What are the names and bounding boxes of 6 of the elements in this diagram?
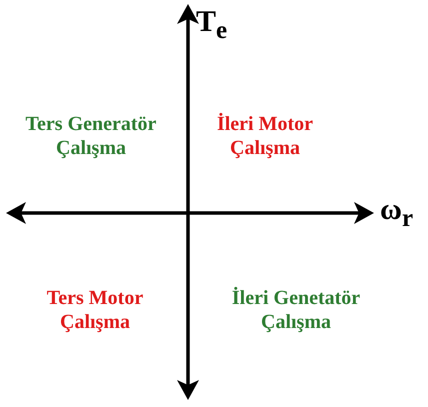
quadrant-label: Ters Generatör Çalışma xyxy=(24,112,158,160)
quadrant-label: İleri Genetatör Çalışma xyxy=(230,286,362,334)
quadrant-label: İleri Motor Çalışma xyxy=(216,112,314,160)
quadrant-label: Ters Motor Çalışma xyxy=(46,286,144,334)
axis-label: ω$_{r}$ xyxy=(380,192,414,234)
axis-label: T$_{e}$ xyxy=(196,4,228,46)
